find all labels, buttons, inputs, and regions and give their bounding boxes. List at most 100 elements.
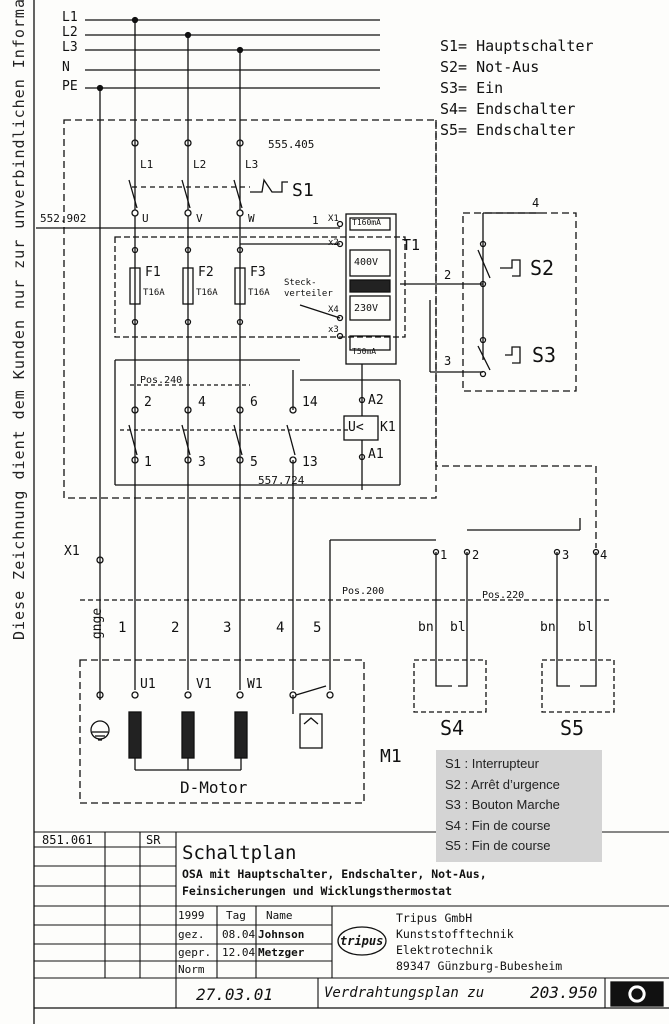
gepr-date: 12.04	[222, 946, 256, 959]
label-steckverteiler: Steck- verteiler	[284, 278, 333, 299]
drawing-title: Schaltplan	[182, 842, 297, 864]
label-l1: L1	[62, 10, 78, 25]
label-s1-l1: L1	[140, 158, 154, 171]
fuses	[129, 246, 246, 326]
handwritten-note: Verdrahtungsplan zu	[324, 985, 485, 1001]
label-t160ma: T160mA	[352, 218, 381, 227]
label-k-6: 6	[250, 395, 258, 410]
row-norm: Norm	[178, 963, 205, 976]
label-l3: L3	[62, 40, 78, 55]
label-m1: M1	[380, 746, 402, 767]
fr-legend-s1: S1 : Interrupteur	[445, 756, 539, 771]
label-gnge: gnge	[90, 607, 106, 640]
legend-s5: S5= Endschalter	[440, 121, 576, 139]
wire-4: 4	[276, 620, 285, 636]
company-name: Tripus GmbH	[396, 911, 473, 925]
label-x3: x3	[328, 325, 339, 335]
label-k-14: 14	[302, 395, 318, 410]
label-x2: x2	[328, 238, 339, 248]
s5-contact	[556, 660, 597, 687]
label-s3-3: 3	[444, 354, 452, 368]
drawing-subtitle-1: OSA mit Hauptschalter, Endschalter, Not-…	[182, 867, 487, 881]
s5-box	[541, 659, 615, 713]
fr-legend-s2: S2 : Arrêt d’urgence	[445, 776, 560, 792]
label-s2-4: 4	[532, 196, 540, 210]
handwritten-date: 27.03.01	[196, 985, 274, 1004]
gepr-name: Metzger	[258, 946, 305, 959]
contactor-k1	[114, 359, 401, 490]
label-term-2: 2	[472, 548, 480, 562]
label-400v: 400V	[354, 257, 379, 268]
s1-contacts	[128, 139, 288, 217]
year-cell: 1999	[178, 909, 205, 922]
label-t1: T1	[402, 236, 421, 254]
label-motor: D-Motor	[180, 778, 248, 797]
company-line2: Kunststofftechnik	[396, 927, 514, 941]
label-s5: S5	[560, 716, 585, 740]
label-term-1: 1	[440, 548, 448, 562]
label-a1: A1	[368, 447, 384, 462]
wire-3: 3	[223, 620, 232, 636]
legend-s4: S4= Endschalter	[440, 100, 576, 118]
label-k-5: 5	[250, 455, 258, 470]
fuse-box	[114, 236, 406, 338]
wire-2: 2	[171, 620, 180, 636]
label-k-13: 13	[302, 455, 318, 470]
ref-557724: 557.724	[258, 474, 305, 487]
tripus-logo: tripus	[340, 934, 384, 948]
label-s1-l2: L2	[193, 158, 207, 171]
label-pos240: Pos.240	[140, 375, 183, 386]
label-f1: F1	[145, 265, 161, 280]
label-s5-bn: bn	[540, 620, 556, 635]
return-dashed	[435, 120, 597, 548]
label-k-3: 3	[198, 455, 206, 470]
s4-box	[413, 659, 487, 713]
label-s1-l3: L3	[245, 158, 259, 171]
label-l2: L2	[62, 25, 78, 40]
gez-date: 08.04	[222, 928, 256, 941]
french-legend: S1 : Interrupteur S2 : Arrêt d’urgence S…	[436, 750, 602, 862]
label-k1: K1	[380, 420, 396, 435]
fr-legend-s5: S5 : Fin de course	[445, 838, 551, 853]
legend-s3: S3= Ein	[440, 79, 504, 97]
col-tag: Tag	[226, 909, 246, 922]
label-230v: 230V	[354, 303, 379, 314]
bus-taps	[96, 16, 244, 560]
label-n: N	[62, 60, 70, 75]
label-f2: F2	[198, 265, 214, 280]
label-a2: A2	[368, 393, 384, 408]
label-w: W	[248, 212, 255, 225]
field-wiring	[80, 460, 610, 700]
label-s4-bn: bn	[418, 620, 434, 635]
drawing-initials: SR	[146, 833, 161, 847]
company-line3: Elektrotechnik	[396, 943, 493, 957]
transformer-t1	[240, 213, 397, 365]
tripus-logo-shape	[337, 926, 387, 956]
legend-s2: S2= Not-Aus	[440, 58, 540, 76]
label-s4: S4	[440, 716, 465, 740]
handwritten-ref: 203.950	[530, 983, 598, 1002]
col-name: Name	[266, 909, 293, 922]
label-k-4: 4	[198, 395, 206, 410]
ref-552902: 552.902	[40, 212, 87, 225]
company-line4: 89347 Günzburg-Bubesheim	[396, 959, 563, 973]
label-pos220: Pos.220	[482, 590, 525, 601]
label-s3: S3	[532, 343, 557, 367]
label-x1-top: X1	[328, 214, 339, 224]
label-t1-pin1: 1	[312, 214, 319, 227]
label-pos200: Pos.200	[342, 586, 385, 597]
fr-legend-s3: S3 : Bouton Marche	[445, 797, 560, 812]
label-u: U	[142, 212, 149, 225]
legend-s1: S1= Hauptschalter	[440, 37, 594, 55]
fr-legend-s4: S4 : Fin de course	[445, 817, 551, 833]
label-t50ma: T50mA	[352, 347, 377, 356]
company-address: Tripus GmbH Kunststofftechnik Elektrotec…	[396, 910, 562, 974]
label-pe: PE	[62, 79, 78, 94]
label-term-4: 4	[600, 548, 608, 562]
label-k-1: 1	[144, 455, 152, 470]
label-v: V	[196, 212, 203, 225]
label-s5-bl: bl	[578, 620, 594, 635]
s4-contact	[435, 660, 468, 687]
